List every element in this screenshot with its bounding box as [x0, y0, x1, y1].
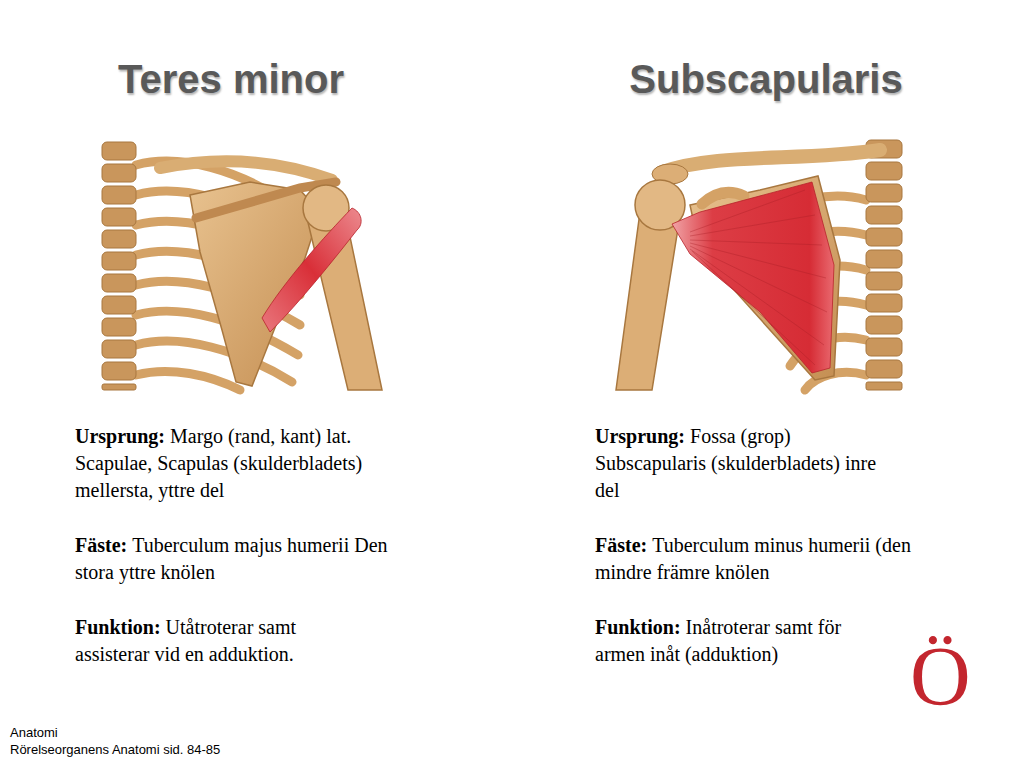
subscapularis-figure	[616, 140, 902, 390]
field-label: Funktion:	[595, 616, 681, 638]
insertion-text: Fäste:Tuberculum minus humerii (den mind…	[595, 532, 930, 586]
teres-minor-figure	[102, 142, 382, 390]
footer-note: Rörelseorganens Anatomi sid. 84-85	[10, 741, 220, 758]
field-label: Fäste:	[595, 534, 647, 556]
clavicle	[160, 161, 332, 180]
field-label: Fäste:	[75, 534, 127, 556]
footer-note: Anatomi	[10, 724, 58, 741]
logo-letter: Ö	[910, 632, 971, 722]
footer-text: Anatomi	[10, 725, 58, 740]
muscle-heading: Teres minor	[118, 57, 344, 101]
field-label: Funktion:	[75, 616, 161, 638]
slide-heading: Subscapularis	[629, 55, 902, 103]
vertebral-column	[102, 142, 136, 390]
insertion-text: Fäste:Tuberculum majus humerii Den stora…	[75, 532, 415, 586]
subscapularis-muscle	[672, 182, 834, 373]
muscle-heading: Subscapularis	[629, 57, 902, 101]
vertebral-column	[866, 140, 902, 390]
teres-minor-muscle	[262, 208, 361, 332]
logo-letter: Ö	[910, 630, 971, 723]
clavicle	[662, 150, 880, 172]
origin-text: Ursprung:Fossa (grop) Subscapularis (sku…	[595, 423, 895, 504]
humerus	[616, 212, 680, 390]
field-label: Ursprung:	[75, 425, 165, 447]
muscle-fibres	[690, 190, 827, 365]
footer-text: Rörelseorganens Anatomi sid. 84-85	[10, 742, 220, 757]
function-text: Funktion:Inåtroterar samt för armen inåt…	[595, 614, 895, 668]
function-text: Funktion:Utåtroterar samt assisterar vid…	[75, 614, 375, 668]
slide-heading: Teres minor	[118, 55, 344, 103]
field-label: Ursprung:	[595, 425, 685, 447]
origin-text: Ursprung:Margo (rand, kant) lat. Scapula…	[75, 423, 415, 504]
